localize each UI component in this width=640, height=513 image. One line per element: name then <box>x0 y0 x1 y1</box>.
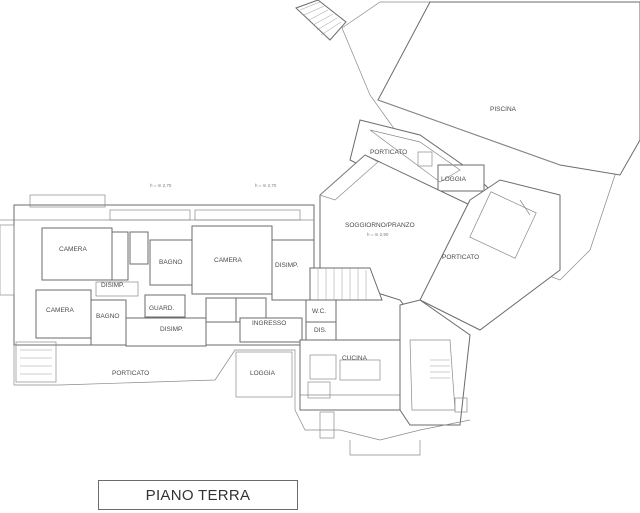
label-camera-3: CAMERA <box>46 307 74 314</box>
center-block <box>239 299 406 411</box>
central-stair <box>309 267 383 301</box>
label-ingresso: INGRESSO <box>252 320 286 327</box>
dim-mid: h = m 2,70 <box>255 183 277 188</box>
title-box: PIANO TERRA <box>98 480 298 510</box>
label-wc: W.C. <box>312 308 326 315</box>
label-loggia-top: LOGGIA <box>441 176 467 183</box>
label-porticato-top: PORTICATO <box>370 149 407 156</box>
left-partitions <box>35 225 315 347</box>
upper-porch <box>349 119 491 211</box>
label-disimp-2: DISIMP. <box>101 282 125 289</box>
dim-left: h = m 2,70 <box>150 183 172 188</box>
label-porticato-bottom: PORTICATO <box>112 370 149 377</box>
top-stair <box>295 0 347 41</box>
label-loggia-bottom: LOGGIA <box>250 370 276 377</box>
plan-title: PIANO TERRA <box>145 486 251 504</box>
right-lower <box>399 299 471 426</box>
label-dis: DIS. <box>314 327 327 334</box>
lower-outline <box>0 219 471 456</box>
label-piscina: PISCINA <box>490 106 517 113</box>
label-guard: GUARD. <box>149 305 174 312</box>
label-soggiorno: SOGGIORNO/PRANZO <box>345 222 415 229</box>
dim-soggiorno: h = m 2,90 <box>367 232 389 237</box>
label-porticato-right: PORTICATO <box>442 254 479 261</box>
label-disimp-1: DISIMP. <box>275 262 299 269</box>
label-bagno-2: BAGNO <box>96 313 119 320</box>
label-camera-1: CAMERA <box>59 246 87 253</box>
label-bagno-1: BAGNO <box>159 259 182 266</box>
pool-area <box>341 1 640 281</box>
label-camera-2: CAMERA <box>214 257 242 264</box>
label-cucina: CUCINA <box>342 355 368 362</box>
label-disimp-3: DISIMP. <box>160 326 184 333</box>
